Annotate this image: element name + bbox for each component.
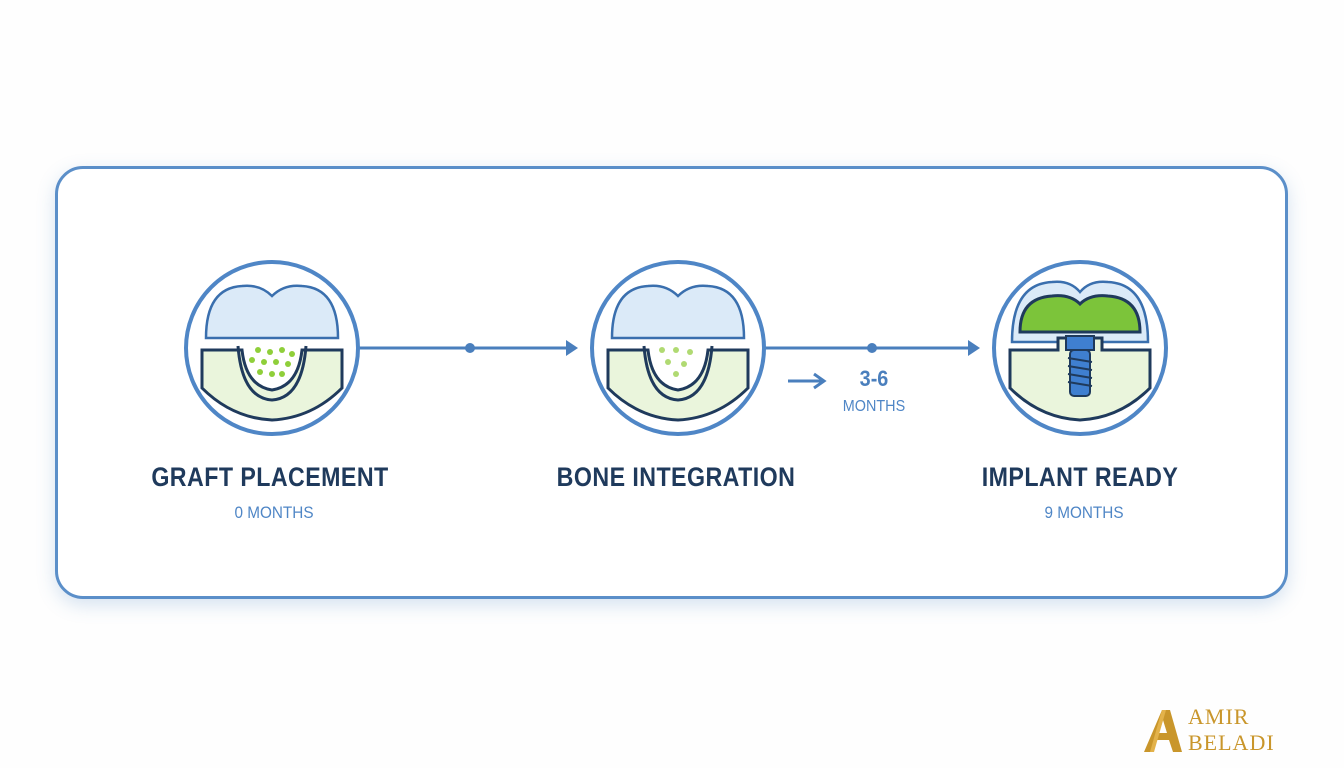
stage-implant-ready-icon xyxy=(990,258,1170,438)
stage-subtitle-implant-ready: 9 MONTHS xyxy=(1044,503,1124,522)
logo-mark-icon xyxy=(1144,710,1182,752)
logo-line-1: AMIR xyxy=(1188,704,1250,729)
interval-unit: MONTHS xyxy=(842,398,906,415)
interval-value: 3-6 xyxy=(859,366,889,391)
stage-graft-placement-icon xyxy=(182,258,362,438)
brand-logo: AMIR BELADI xyxy=(1140,704,1300,760)
stage-title-implant-ready: IMPLANT READY xyxy=(981,462,1179,492)
stage-bone-integration-icon xyxy=(588,258,768,438)
stage-title-bone-integration: BONE INTEGRATION xyxy=(556,462,796,492)
logo-line-2: BELADI xyxy=(1188,730,1275,755)
stage-subtitle-graft-placement: 0 MONTHS xyxy=(234,503,314,522)
stage-title-graft-placement: GRAFT PLACEMENT xyxy=(151,462,389,492)
